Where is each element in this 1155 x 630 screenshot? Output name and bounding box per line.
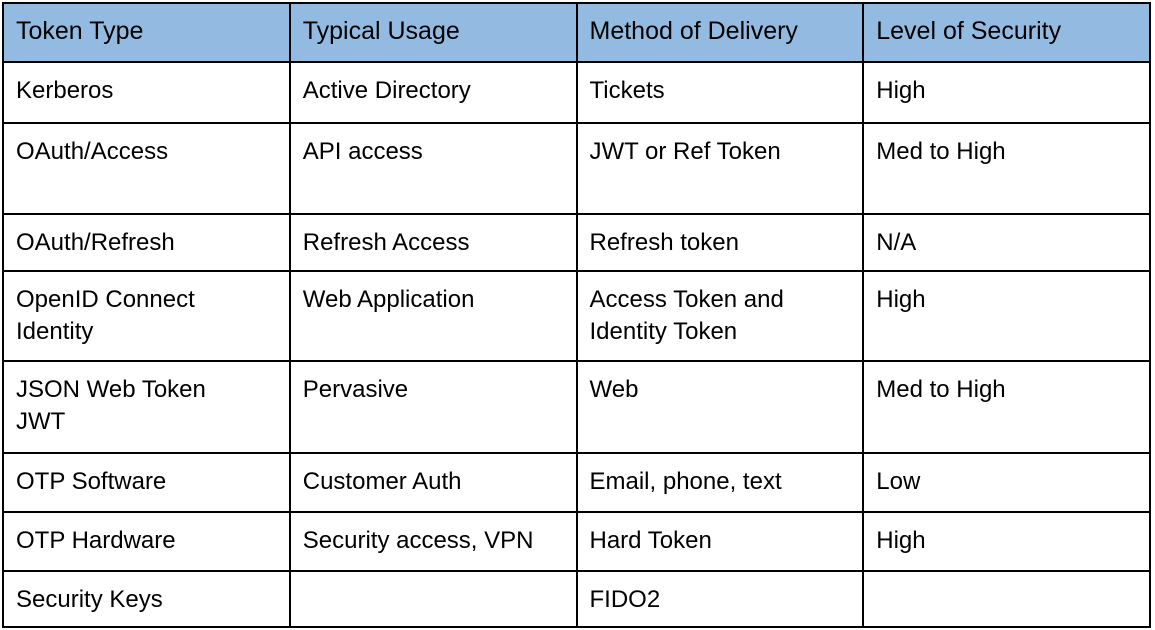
column-header-method-of-delivery: Method of Delivery — [575, 2, 865, 63]
cell-method-of-delivery: Hard Token — [575, 511, 865, 572]
column-header-typical-usage: Typical Usage — [288, 2, 578, 63]
cell-level-of-security: Med to High — [862, 122, 1151, 215]
cell-method-of-delivery: FIDO2 — [575, 570, 865, 628]
cell-level-of-security: High — [862, 511, 1151, 572]
cell-level-of-security: High — [862, 61, 1151, 124]
cell-token-type: Security Keys — [2, 570, 291, 628]
cell-typical-usage: Active Directory — [288, 61, 578, 124]
cell-typical-usage: Customer Auth — [288, 452, 578, 513]
cell-token-type: JSON Web Token JWT — [2, 360, 291, 454]
cell-level-of-security: N/A — [862, 213, 1151, 272]
cell-typical-usage: Refresh Access — [288, 213, 578, 272]
cell-token-type: OpenID Connect Identity — [2, 270, 291, 362]
cell-typical-usage: Pervasive — [288, 360, 578, 454]
cell-method-of-delivery: Access Token and Identity Token — [575, 270, 865, 362]
table-row: Security Keys FIDO2 — [2, 570, 1151, 628]
cell-level-of-security: High — [862, 270, 1151, 362]
column-header-level-of-security: Level of Security — [862, 2, 1151, 63]
cell-method-of-delivery: Tickets — [575, 61, 865, 124]
cell-token-type: OTP Hardware — [2, 511, 291, 572]
cell-level-of-security — [862, 570, 1151, 628]
cell-typical-usage: Security access, VPN — [288, 511, 578, 572]
cell-level-of-security: Med to High — [862, 360, 1151, 454]
cell-method-of-delivery: Web — [575, 360, 865, 454]
column-header-token-type: Token Type — [2, 2, 291, 63]
cell-method-of-delivery: Email, phone, text — [575, 452, 865, 513]
cell-token-type: Kerberos — [2, 61, 291, 124]
cell-token-type: OAuth/Access — [2, 122, 291, 215]
cell-token-type: OTP Software — [2, 452, 291, 513]
cell-method-of-delivery: Refresh token — [575, 213, 865, 272]
cell-typical-usage: Web Application — [288, 270, 578, 362]
cell-method-of-delivery: JWT or Ref Token — [575, 122, 865, 215]
cell-token-type: OAuth/Refresh — [2, 213, 291, 272]
cell-typical-usage: API access — [288, 122, 578, 215]
cell-typical-usage — [288, 570, 578, 628]
cell-level-of-security: Low — [862, 452, 1151, 513]
